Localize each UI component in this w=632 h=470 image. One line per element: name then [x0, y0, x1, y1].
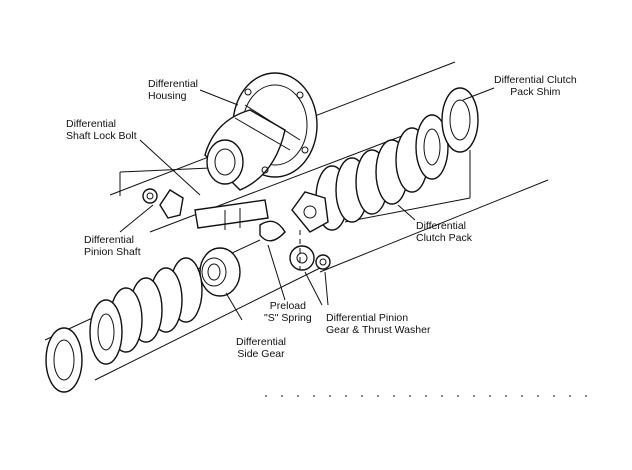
label-clutch-pack-shim: Differential Clutch Pack Shim — [494, 74, 577, 98]
label-shaft-lock-bolt: Differential Shaft Lock Bolt — [66, 118, 137, 142]
label-preload-s-spring: Preload "S" Spring — [264, 300, 312, 324]
label-differential-pinion-shaft: Differential Pinion Shaft — [84, 234, 141, 258]
lower-clutch-pack — [45, 257, 203, 393]
label-pinion-gear-thrust-washer: Differential Pinion Gear & Thrust Washer — [326, 312, 431, 336]
leader-lines — [119, 87, 495, 321]
side-gear — [199, 247, 241, 297]
label-differential-side-gear: Differential Side Gear — [236, 336, 286, 360]
label-differential-clutch-pack: Differential Clutch Pack — [416, 220, 473, 244]
differential-housing — [204, 72, 318, 191]
pinion-assembly — [142, 188, 331, 271]
label-differential-housing: Differential Housing — [148, 78, 198, 102]
